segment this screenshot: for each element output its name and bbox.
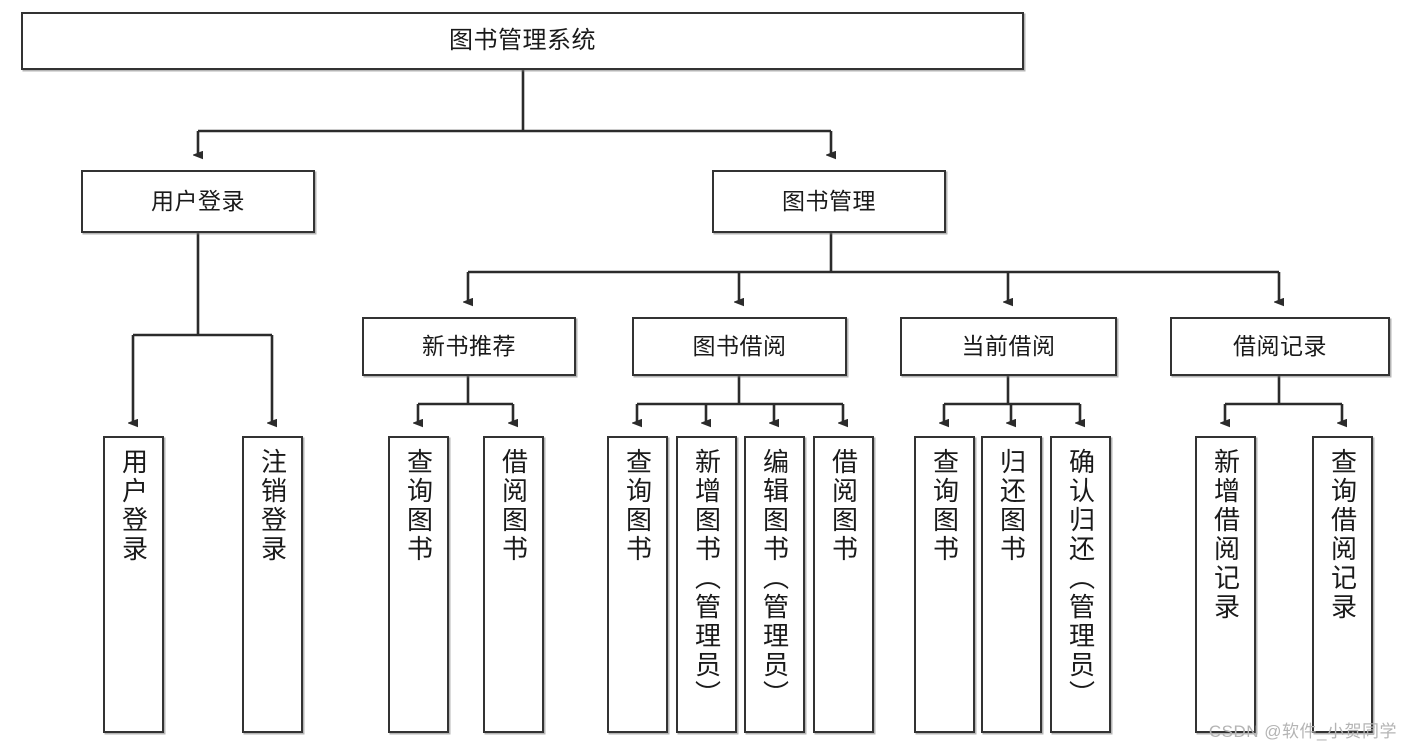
node-new-book-recommend[interactable]: 新书推荐 xyxy=(362,317,576,376)
node-label: 编辑图书（管理员） xyxy=(759,448,790,709)
node-label: 查询借阅记录 xyxy=(1327,448,1358,622)
leaf-borrow-book-recommend[interactable]: 借阅图书 xyxy=(483,436,544,733)
node-label: 借阅图书 xyxy=(828,448,859,564)
node-book-borrow[interactable]: 图书借阅 xyxy=(632,317,847,376)
node-root-system[interactable]: 图书管理系统 xyxy=(21,12,1024,70)
node-label: 用户登录 xyxy=(151,188,245,215)
node-book-manage[interactable]: 图书管理 xyxy=(712,170,946,233)
node-label: 新书推荐 xyxy=(422,333,516,360)
leaf-query-book-recommend[interactable]: 查询图书 xyxy=(388,436,449,733)
leaf-confirm-return[interactable]: 确认归还（管理员） xyxy=(1050,436,1111,733)
node-label: 查询图书 xyxy=(403,448,434,564)
node-label: 新增图书（管理员） xyxy=(691,448,722,709)
leaf-user-login[interactable]: 用户登录 xyxy=(103,436,164,733)
leaf-query-book-borrow[interactable]: 查询图书 xyxy=(607,436,668,733)
node-label: 借阅记录 xyxy=(1233,333,1327,360)
leaf-query-book-current[interactable]: 查询图书 xyxy=(914,436,975,733)
node-label: 借阅图书 xyxy=(498,448,529,564)
node-label: 确认归还（管理员） xyxy=(1065,448,1096,709)
node-borrow-record[interactable]: 借阅记录 xyxy=(1170,317,1390,376)
node-label: 查询图书 xyxy=(929,448,960,564)
node-current-borrow[interactable]: 当前借阅 xyxy=(900,317,1117,376)
leaf-edit-book[interactable]: 编辑图书（管理员） xyxy=(744,436,805,733)
node-label: 归还图书 xyxy=(996,448,1027,564)
node-label: 用户登录 xyxy=(118,448,149,564)
node-label: 图书管理系统 xyxy=(449,27,596,55)
leaf-return-book[interactable]: 归还图书 xyxy=(981,436,1042,733)
node-label: 注销登录 xyxy=(257,448,288,564)
leaf-add-borrow-record[interactable]: 新增借阅记录 xyxy=(1195,436,1256,733)
leaf-add-book[interactable]: 新增图书（管理员） xyxy=(676,436,737,733)
node-label: 查询图书 xyxy=(622,448,653,564)
watermark-text: CSDN @软件_小贺同学 xyxy=(1208,722,1397,741)
node-user-login[interactable]: 用户登录 xyxy=(81,170,315,233)
leaf-logout-login[interactable]: 注销登录 xyxy=(242,436,303,733)
leaf-borrow-book[interactable]: 借阅图书 xyxy=(813,436,874,733)
node-label: 图书管理 xyxy=(782,188,876,215)
node-label: 图书借阅 xyxy=(692,333,787,360)
leaf-query-borrow-record[interactable]: 查询借阅记录 xyxy=(1312,436,1373,733)
node-label: 新增借阅记录 xyxy=(1210,448,1241,622)
node-label: 当前借阅 xyxy=(961,333,1056,360)
